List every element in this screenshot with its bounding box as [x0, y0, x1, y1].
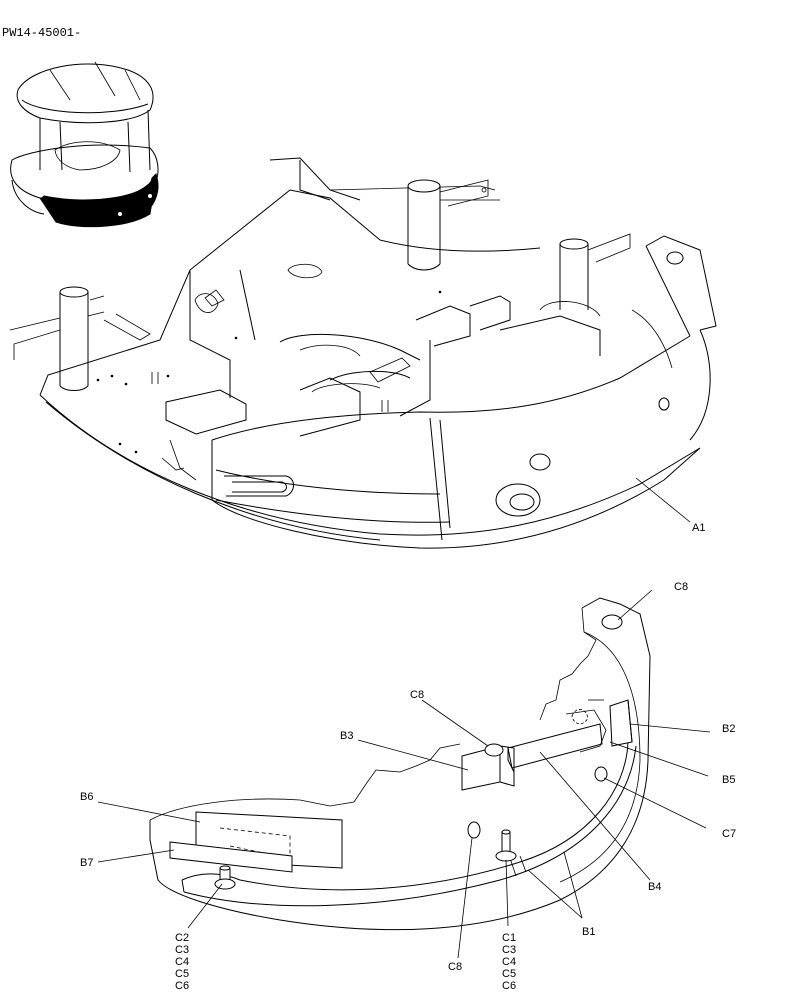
callout-b3: B3	[340, 730, 353, 742]
callout-a1: A1	[692, 522, 705, 534]
callout-b2: B2	[722, 723, 735, 735]
callout-c3: C3	[175, 944, 189, 956]
callout-c5: C5	[502, 968, 516, 980]
callout-c4: C4	[502, 956, 516, 968]
callout-c6: C6	[502, 980, 516, 992]
upper-frame-assembly	[9, 157, 701, 541]
counterweight-exploded	[149, 597, 651, 931]
callout-c3: C3	[502, 944, 516, 956]
callout-b1: B1	[582, 926, 595, 938]
callout-b4: B4	[648, 881, 661, 893]
callout-b5: B5	[722, 774, 735, 786]
callout-b7: B7	[80, 857, 93, 869]
callout-group-left: C2 C3 C4 C5 C6	[175, 932, 189, 992]
leader-lines	[97, 589, 711, 959]
callout-c6: C6	[175, 980, 189, 992]
callout-c5: C5	[175, 968, 189, 980]
diagram-code: PW14-45001-	[2, 26, 81, 40]
callout-c4: C4	[175, 956, 189, 968]
callout-c8-bottom: C8	[448, 961, 462, 973]
callout-c8-top: C8	[674, 581, 688, 593]
callout-c8-mid: C8	[410, 689, 424, 701]
callout-group-right: C1 C3 C4 C5 C6	[502, 932, 516, 992]
callout-c1: C1	[502, 932, 516, 944]
callout-c7: C7	[722, 828, 736, 840]
callout-c2: C2	[175, 932, 189, 944]
leader-a1	[635, 477, 691, 523]
callout-b6: B6	[80, 791, 93, 803]
counterweight-assembly	[211, 235, 717, 549]
machine-thumbnail	[10, 61, 159, 228]
